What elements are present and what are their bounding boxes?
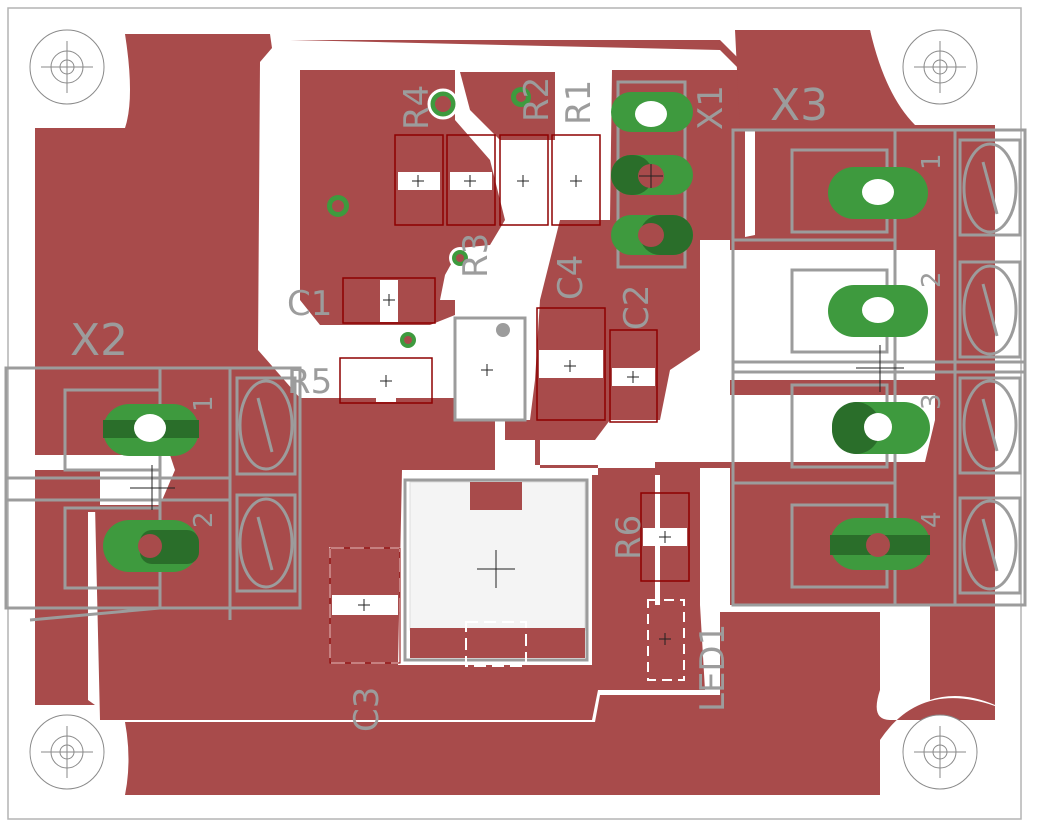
mounting-hole-icon bbox=[29, 29, 978, 790]
label-r3: R3 bbox=[456, 233, 496, 278]
crosshair-icon bbox=[130, 164, 904, 645]
smd-pads bbox=[329, 134, 690, 681]
label-c3: C3 bbox=[347, 687, 387, 732]
label-c2: C2 bbox=[617, 285, 657, 330]
label-r2: R2 bbox=[517, 77, 557, 122]
silkscreen-labels: X2 X3 X1 R4 R2 R1 R3 C1 R5 C4 C2 R6 C3 L… bbox=[70, 77, 947, 732]
pin-x3-3: 3 bbox=[917, 393, 947, 410]
label-x3: X3 bbox=[770, 80, 828, 131]
pin-x3-1: 1 bbox=[917, 153, 947, 170]
through-hole-pads bbox=[103, 87, 930, 572]
label-r4: R4 bbox=[397, 85, 437, 130]
label-x1: X1 bbox=[691, 85, 731, 130]
terminal-screw-icon bbox=[238, 142, 1018, 591]
label-led1: LED1 bbox=[693, 624, 733, 712]
pin-x3-2: 2 bbox=[917, 271, 947, 288]
label-r5: R5 bbox=[287, 362, 332, 402]
label-r6: R6 bbox=[609, 515, 649, 560]
label-r1: R1 bbox=[559, 80, 599, 125]
pin-x2-2: 2 bbox=[189, 511, 219, 528]
label-c4: C4 bbox=[551, 255, 591, 300]
label-c1: C1 bbox=[287, 284, 332, 324]
pin-x2-1: 1 bbox=[189, 395, 219, 412]
pin-x3-4: 4 bbox=[917, 511, 947, 528]
label-x2: X2 bbox=[70, 315, 128, 366]
